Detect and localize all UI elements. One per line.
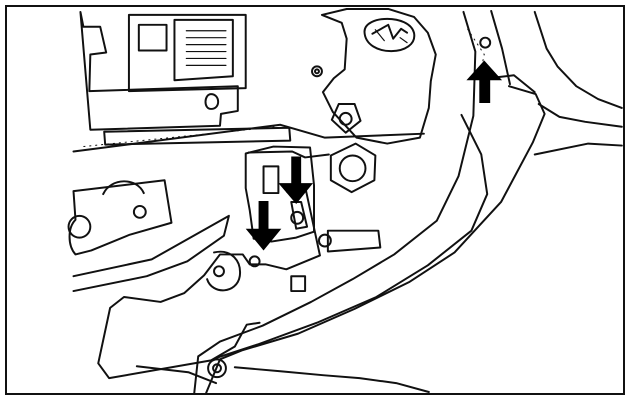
arrow-up: [466, 60, 503, 104]
hex-nut: [329, 142, 377, 194]
arrow-down-2: [245, 200, 282, 251]
upper-support-rail: [72, 123, 425, 159]
diagram-frame: [5, 5, 625, 395]
vehicle-front-corner-diagram: [67, 7, 623, 393]
coolant-reservoir: [311, 7, 437, 145]
left-bracket: [67, 179, 230, 293]
bumper-cover: [135, 9, 623, 393]
relay-box: [79, 10, 292, 146]
arrow-down-1: [278, 156, 314, 204]
